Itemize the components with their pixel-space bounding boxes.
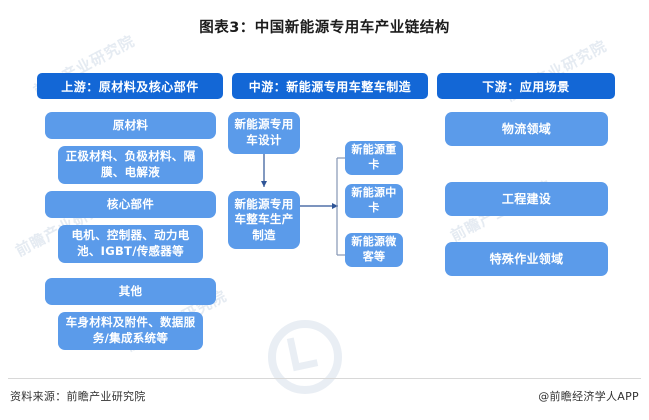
node-core-component: 核心部件: [45, 191, 216, 218]
footer-divider: [8, 378, 641, 379]
header-downstream-label: 下游：应用场景: [482, 79, 570, 94]
node-vehicle-design: 新能源专用车设计: [228, 112, 300, 154]
node-product-heavy-truck: 新能源重卡: [345, 141, 403, 175]
header-upstream: 上游：原材料及核心部件: [37, 73, 223, 99]
node-product-mini-van: 新能源微客等: [345, 233, 403, 267]
header-midstream: 中游：新能源专用车整车制造: [232, 73, 428, 99]
node-raw-material: 原材料: [45, 112, 216, 139]
node-core-component-detail: 电机、控制器、动力电池、IGBT/传感器等: [58, 225, 203, 263]
header-upstream-label: 上游：原材料及核心部件: [61, 79, 199, 94]
node-logistics-field: 物流领域: [445, 112, 608, 146]
watermark-logo-icon: [268, 320, 342, 394]
header-midstream-label: 中游：新能源专用车整车制造: [248, 79, 412, 94]
node-engineering-construction: 工程建设: [445, 182, 608, 216]
page-title: 图表3：中国新能源专用车产业链结构: [199, 20, 450, 36]
node-vehicle-manufacturing: 新能源专用车整车生产制造: [228, 191, 300, 249]
header-downstream: 下游：应用场景: [437, 73, 615, 99]
node-raw-material-detail: 正极材料、负极材料、隔膜、电解液: [58, 146, 203, 184]
node-product-medium-truck: 新能源中卡: [345, 184, 403, 218]
node-special-operation-field: 特殊作业领域: [445, 242, 608, 276]
node-other-detail: 车身材料及附件、数据服务/集成系统等: [58, 312, 203, 350]
node-other: 其他: [45, 278, 216, 305]
chart-title-bar: 图表3：中国新能源专用车产业链结构: [0, 16, 649, 37]
source-note: 资料来源：前瞻产业研究院: [10, 390, 146, 403]
brand-credit: @前瞻经济学人APP: [538, 390, 639, 403]
